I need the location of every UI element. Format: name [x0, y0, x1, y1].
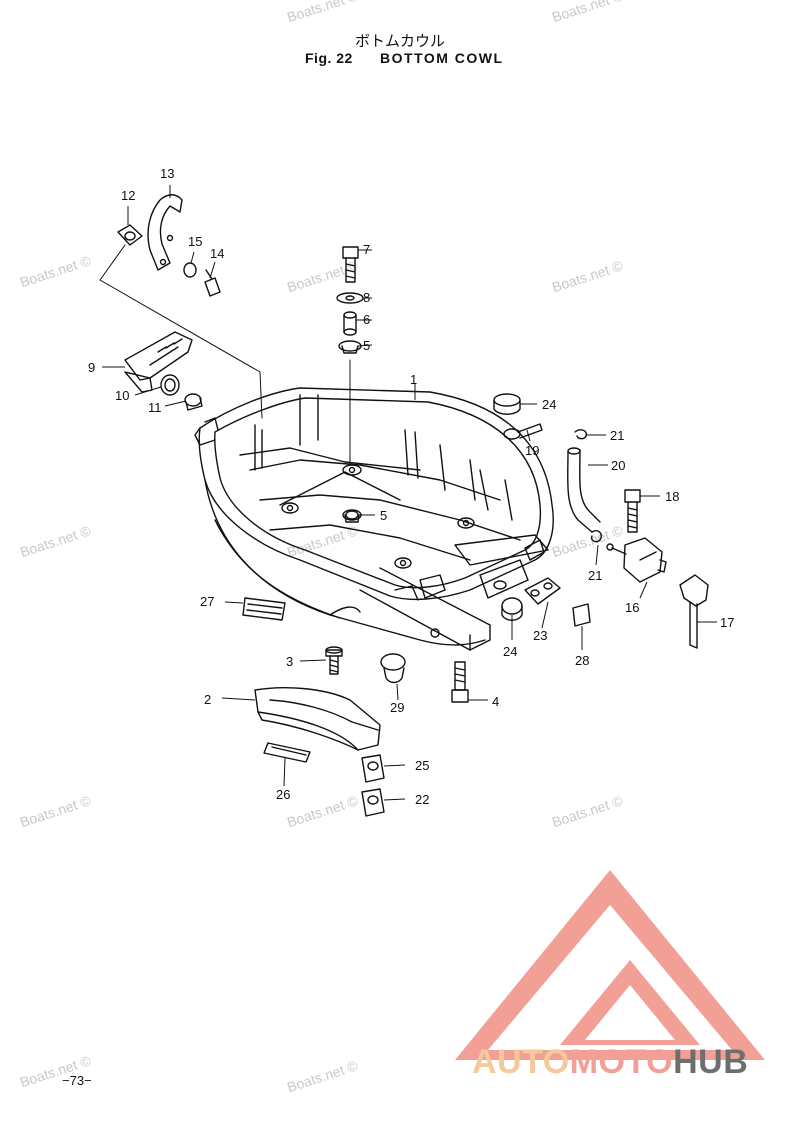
- clip-part: [590, 530, 602, 543]
- grommet-part: [338, 340, 362, 354]
- page-number: −73−: [62, 1073, 92, 1088]
- grommet-part: [361, 788, 385, 817]
- grommet-part: [524, 577, 561, 605]
- callout-24a: 24: [542, 397, 556, 412]
- screw-part: [204, 269, 221, 297]
- callout-14: 14: [210, 246, 224, 261]
- callout-18: 18: [665, 489, 679, 504]
- logo-word-hub: HUB: [673, 1043, 749, 1081]
- callout-5b: 5: [380, 508, 387, 523]
- callout-21a: 21: [610, 428, 624, 443]
- logo-word-auto: AUTO: [472, 1043, 570, 1081]
- label-part: [242, 597, 286, 621]
- logo-wordmark: AUTOMOTOHUB: [472, 1043, 748, 1082]
- washer-part: [183, 262, 197, 278]
- callout-25: 25: [415, 758, 429, 773]
- fuel-connector-part: [606, 537, 667, 583]
- logo-word-moto: MOTO: [569, 1043, 674, 1081]
- callout-4: 4: [492, 694, 499, 709]
- callout-20: 20: [611, 458, 625, 473]
- callout-26: 26: [276, 787, 290, 802]
- label-part: [263, 742, 311, 763]
- terminal-part: [503, 423, 543, 440]
- callout-6: 6: [363, 312, 370, 327]
- callout-16: 16: [625, 600, 639, 615]
- callout-1: 1: [410, 372, 417, 387]
- callout-22: 22: [415, 792, 429, 807]
- bushing-part: [184, 393, 203, 411]
- callout-3: 3: [286, 654, 293, 669]
- hose-part: [567, 447, 601, 533]
- label-part: [572, 603, 591, 627]
- title-japanese: ボトムカウル: [354, 32, 445, 50]
- callout-labels: 1 2 3 4 5 5 6 7 8 9 10 11 12 13 14 15 16…: [88, 166, 734, 807]
- callout-24b: 24: [503, 644, 517, 659]
- callout-8: 8: [363, 290, 370, 305]
- callout-28: 28: [575, 653, 589, 668]
- callout-10: 10: [115, 388, 129, 403]
- callout-15: 15: [188, 234, 202, 249]
- callout-13: 13: [160, 166, 174, 181]
- callout-19: 19: [525, 443, 539, 458]
- callout-5a: 5: [363, 338, 370, 353]
- bolt-part: [342, 246, 359, 283]
- callout-12: 12: [121, 188, 135, 203]
- clip-part: [574, 429, 587, 440]
- seal-part: [160, 374, 180, 396]
- callout-29: 29: [390, 700, 404, 715]
- wave-washer-part: [117, 224, 143, 246]
- callout-2: 2: [204, 692, 211, 707]
- callout-11: 11: [148, 400, 162, 415]
- leader-lines: [102, 185, 717, 801]
- callout-21b: 21: [588, 568, 602, 583]
- bolt-part: [624, 489, 641, 533]
- collar-part: [343, 311, 357, 336]
- callout-23: 23: [533, 628, 547, 643]
- hook-lever-part: [147, 194, 183, 271]
- screw-part: [325, 646, 343, 675]
- figure-number: Fig. 22: [305, 50, 353, 66]
- bolt-part: [451, 661, 469, 703]
- callout-9: 9: [88, 360, 95, 375]
- cap-part: [493, 393, 521, 415]
- latch-lever-part: [124, 331, 193, 393]
- bracket-part: [679, 574, 709, 649]
- plug-part: [380, 653, 406, 684]
- figure-title: BOTTOM COWL: [380, 50, 504, 66]
- logo-mark: [455, 870, 765, 1060]
- washer-part: [336, 292, 364, 304]
- callout-17: 17: [720, 615, 734, 630]
- grommet-part: [342, 509, 362, 523]
- callout-27: 27: [200, 594, 214, 609]
- bottom-cowl-part: [194, 387, 554, 651]
- grommet-part: [361, 754, 385, 783]
- cover-part: [254, 686, 381, 751]
- callout-7: 7: [363, 242, 370, 257]
